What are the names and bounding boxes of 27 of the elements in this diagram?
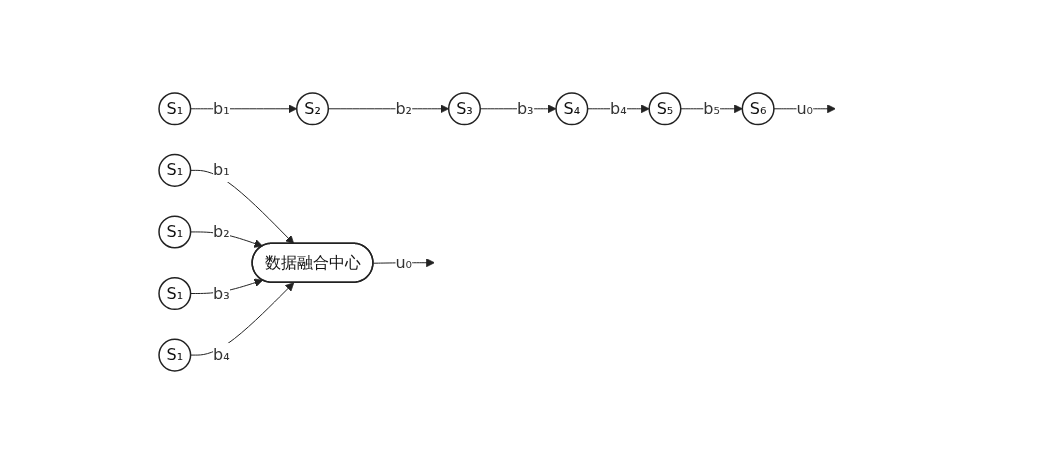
edge-label: b₄ [610, 98, 627, 118]
node-circle: S₆ [741, 92, 775, 126]
arrow [190, 169, 295, 245]
edge-label: b₂ [213, 222, 230, 241]
edge-label: u₀ [395, 252, 413, 272]
edge-label: u₀ [796, 98, 814, 118]
node-circle: S₁ [158, 215, 192, 249]
edge-label: b₅ [703, 98, 721, 118]
node-circle: S₅ [648, 92, 682, 126]
node-circle: S₂ [296, 92, 330, 126]
edge-label: b₁ [213, 160, 230, 180]
edge-label: b₃ [213, 283, 230, 303]
node-circle: S₃ [448, 92, 482, 126]
edge-label: b₃ [517, 98, 534, 118]
arrow [190, 231, 264, 248]
edge-label: b₂ [395, 98, 413, 118]
arrow [190, 282, 295, 356]
node-circle: S₁ [158, 277, 192, 311]
node-circle: S₁ [158, 338, 192, 372]
node-circle: S₄ [555, 92, 589, 126]
edge-label: b₁ [213, 98, 230, 118]
arrow [190, 104, 298, 114]
arrow [328, 104, 450, 114]
arrow [190, 278, 264, 295]
edge-label: b₄ [213, 345, 230, 365]
node-circle: S₁ [158, 92, 192, 126]
node-circle: S₁ [158, 153, 192, 187]
